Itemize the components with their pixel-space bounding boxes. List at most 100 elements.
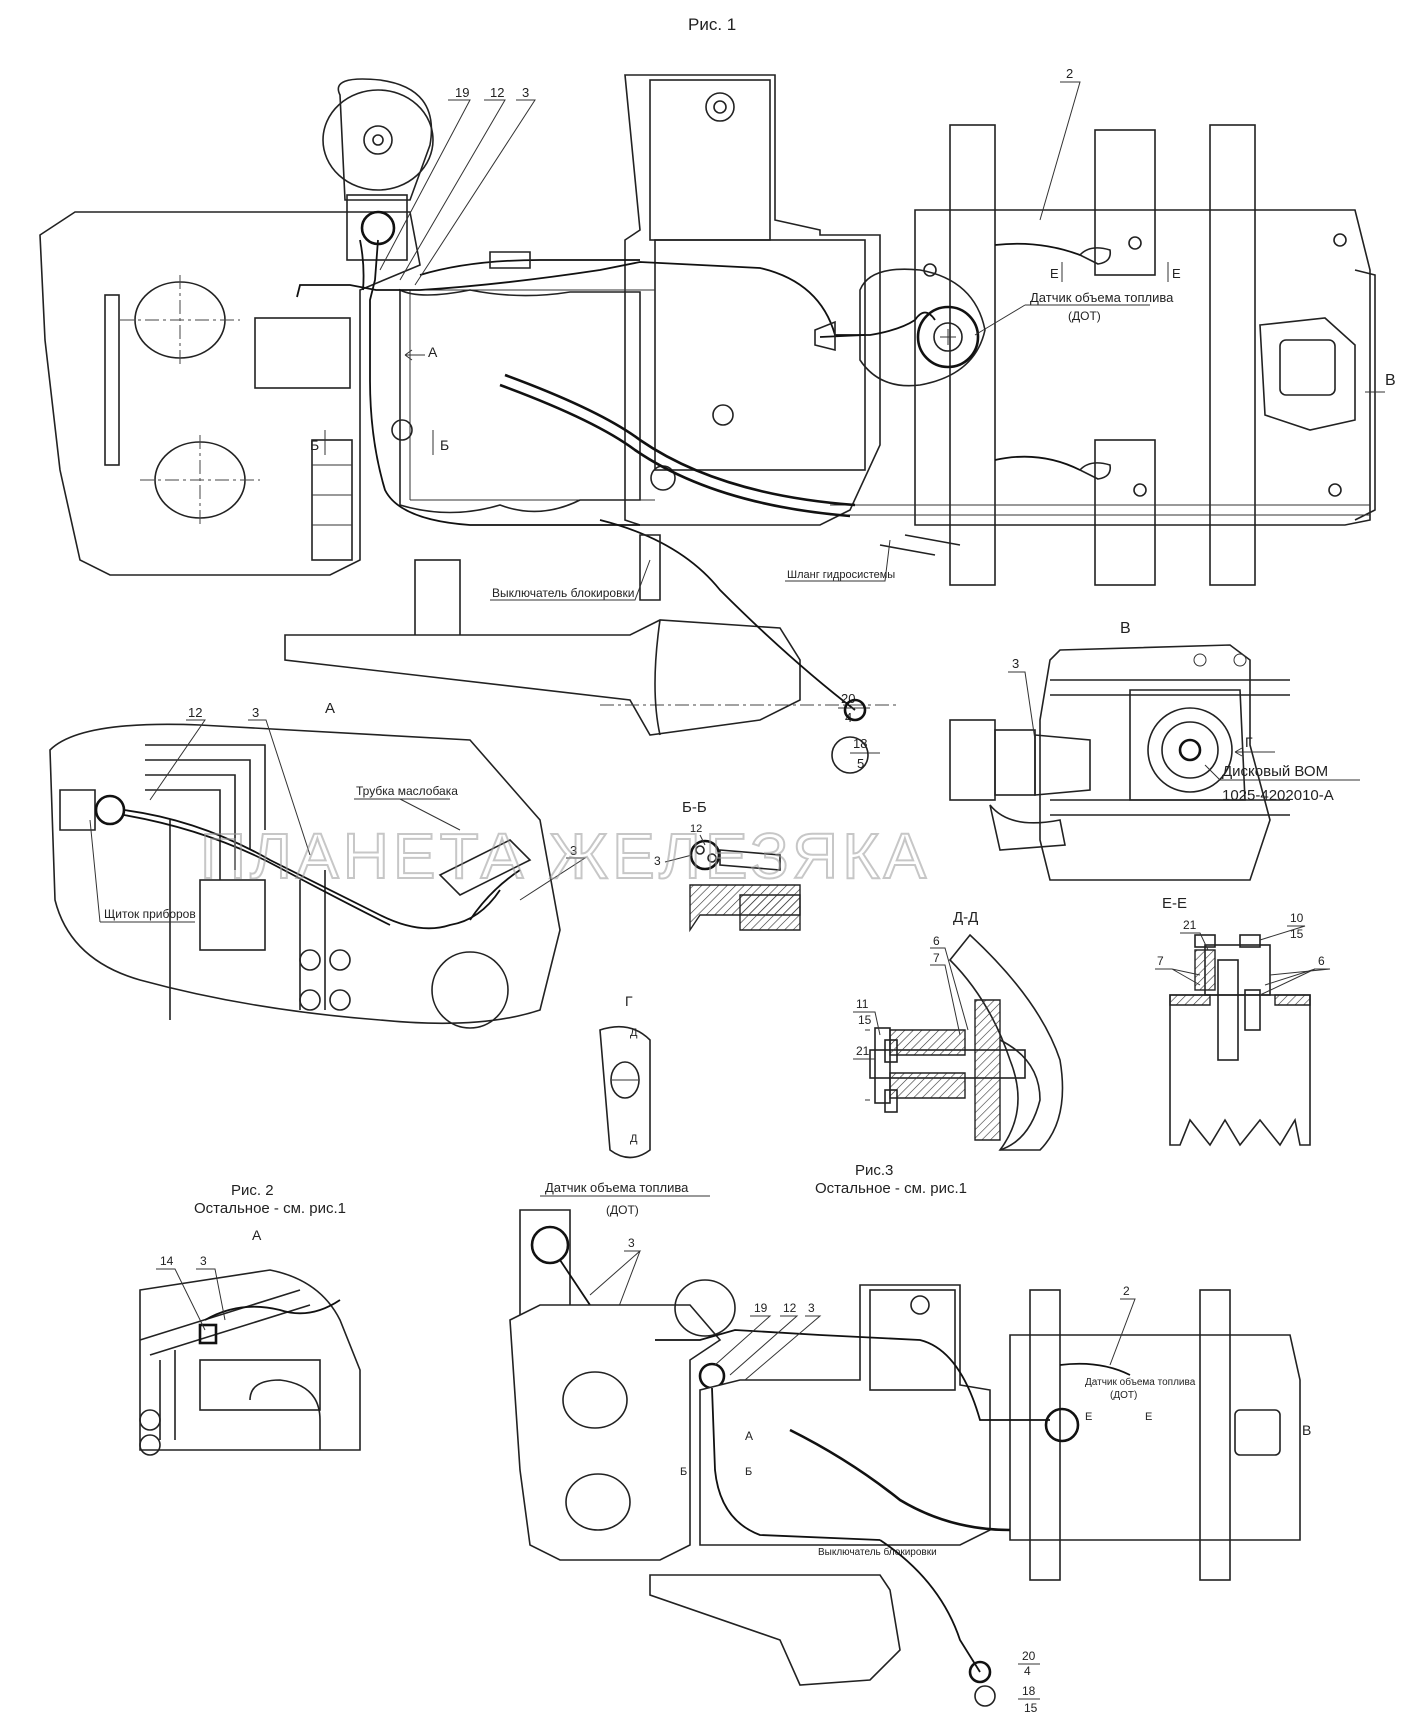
svg-text:Б: Б (440, 437, 449, 453)
disc-pto (1178, 738, 1202, 762)
svg-text:2: 2 (1066, 66, 1073, 81)
svg-text:Г: Г (1245, 734, 1253, 750)
svg-text:Рис.3: Рис.3 (855, 1162, 893, 1179)
svg-text:3: 3 (628, 1236, 635, 1250)
svg-text:14: 14 (160, 1254, 174, 1268)
svg-text:Е: Е (1085, 1411, 1092, 1423)
svg-text:Дисковый ВОМ: Дисковый ВОМ (1222, 763, 1328, 780)
svg-text:15: 15 (1024, 1701, 1038, 1715)
view-a: А Щиток приборов Трубка маслобака 12 3 3 (49, 700, 587, 1029)
svg-text:Е-Е: Е-Е (1162, 895, 1187, 912)
svg-text:3: 3 (200, 1254, 207, 1268)
svg-text:Е: Е (1145, 1411, 1152, 1423)
hose-label: Шланг гидросистемы (787, 569, 895, 581)
svg-text:Д: Д (630, 1133, 638, 1145)
lock-switch-body (639, 534, 661, 601)
svg-text:10: 10 (1290, 911, 1304, 925)
fig1-title: Рис. 1 (688, 15, 736, 34)
svg-text:1025-4202010-А: 1025-4202010-А (1222, 787, 1334, 804)
svg-text:3: 3 (522, 85, 529, 100)
svg-text:А: А (325, 700, 335, 717)
svg-text:20: 20 (1022, 1649, 1036, 1663)
svg-text:7: 7 (933, 951, 940, 965)
svg-text:18: 18 (1022, 1684, 1036, 1698)
gearbox-body (624, 74, 881, 526)
svg-text:(ДОТ): (ДОТ) (1110, 1390, 1137, 1401)
svg-text:12: 12 (490, 85, 504, 100)
svg-text:Д: Д (630, 1027, 638, 1039)
svg-text:15: 15 (1290, 927, 1304, 941)
svg-text:А: А (428, 344, 438, 360)
svg-text:В: В (1385, 372, 1396, 389)
fig3-gearbox (699, 1284, 991, 1546)
lock-switch-label: Выключатель блокировки (492, 586, 634, 600)
figure-1: Рис. 1 (39, 15, 1396, 774)
svg-text:Б: Б (310, 437, 319, 453)
svg-text:5: 5 (857, 756, 864, 771)
svg-text:Е: Е (1050, 266, 1059, 281)
fig3-housing (509, 1304, 722, 1561)
svg-text:Остальное - см. рис.1: Остальное - см. рис.1 (194, 1200, 346, 1217)
fuel-sensor-fig3 (530, 1225, 570, 1265)
svg-text:Д-Д: Д-Д (953, 909, 978, 926)
front-axle-beam (284, 619, 801, 736)
fig3-front-axle (649, 1574, 901, 1686)
section-ee: Е-Е 21 7 10 15 6 (1155, 895, 1331, 1147)
svg-text:В: В (1302, 1422, 1311, 1438)
svg-text:(ДОТ): (ДОТ) (1068, 309, 1101, 323)
svg-text:21: 21 (1183, 918, 1197, 932)
svg-text:2: 2 (1123, 1284, 1130, 1298)
svg-text:Трубка маслобака: Трубка маслобака (356, 784, 458, 798)
svg-text:11: 11 (856, 997, 869, 1011)
section-dd: Д-Д 6 7 11 15 21 (853, 909, 1064, 1151)
svg-text:6: 6 (933, 934, 940, 948)
svg-text:6: 6 (1318, 954, 1325, 968)
svg-text:3: 3 (1012, 656, 1019, 671)
cab-mount (337, 78, 433, 201)
svg-text:19: 19 (754, 1301, 768, 1315)
fuel-sensor-flange (916, 305, 980, 369)
svg-text:21: 21 (856, 1044, 870, 1058)
rear-axle-frame (914, 209, 1371, 526)
section-bb: Б-Б 12 3 (654, 799, 801, 933)
figure-2: Рис. 2 Остальное - см. рис.1 А 14 3 (139, 1182, 361, 1456)
hydraulic-hose (499, 373, 856, 518)
svg-text:Б: Б (680, 1466, 687, 1478)
connector-14 (198, 1323, 218, 1345)
svg-text:7: 7 (1157, 954, 1164, 968)
view-g: Г Д Д (599, 993, 651, 1159)
main-harness (296, 261, 936, 336)
fuel-sensor-label: Датчик объема топлива (1030, 290, 1174, 305)
fig3-rear-frame (1009, 1334, 1301, 1541)
svg-text:15: 15 (858, 1013, 872, 1027)
svg-text:Выключатель блокировки: Выключатель блокировки (818, 1546, 937, 1558)
svg-text:12: 12 (783, 1301, 797, 1315)
svg-text:20: 20 (841, 691, 855, 706)
clutch-housing (39, 211, 421, 576)
svg-text:Датчик объема топлива: Датчик объема топлива (545, 1180, 689, 1195)
svg-text:3: 3 (808, 1301, 815, 1315)
watermark: ПЛАНЕТА ЖЕЛЕЗЯКА (200, 820, 930, 892)
svg-text:12: 12 (188, 705, 202, 720)
svg-text:Е: Е (1172, 266, 1181, 281)
svg-text:Остальное - см. рис.1: Остальное - см. рис.1 (815, 1180, 967, 1197)
svg-text:19: 19 (455, 85, 469, 100)
svg-text:Датчик объема топлива: Датчик объема топлива (1085, 1376, 1196, 1388)
view-v: В Дисковый ВОМ 1025-4202010-А Г 3 (949, 620, 1360, 881)
figure-3: Рис.3 Остальное - см. рис.1 Датчик объем… (509, 1162, 1311, 1715)
svg-text:В: В (1120, 620, 1131, 637)
connector-20 (843, 698, 867, 722)
svg-text:18: 18 (853, 736, 867, 751)
svg-text:12: 12 (690, 823, 702, 835)
svg-text:Б: Б (745, 1466, 752, 1478)
svg-text:А: А (745, 1429, 753, 1443)
svg-text:Щиток приборов: Щиток приборов (104, 907, 196, 921)
svg-text:4: 4 (1024, 1664, 1031, 1678)
svg-text:3: 3 (252, 705, 259, 720)
svg-text:Б-Б: Б-Б (682, 799, 707, 816)
svg-text:(ДОТ): (ДОТ) (606, 1203, 639, 1217)
svg-text:Рис. 2: Рис. 2 (231, 1182, 274, 1199)
svg-text:3: 3 (654, 854, 661, 868)
svg-text:А: А (252, 1227, 262, 1243)
